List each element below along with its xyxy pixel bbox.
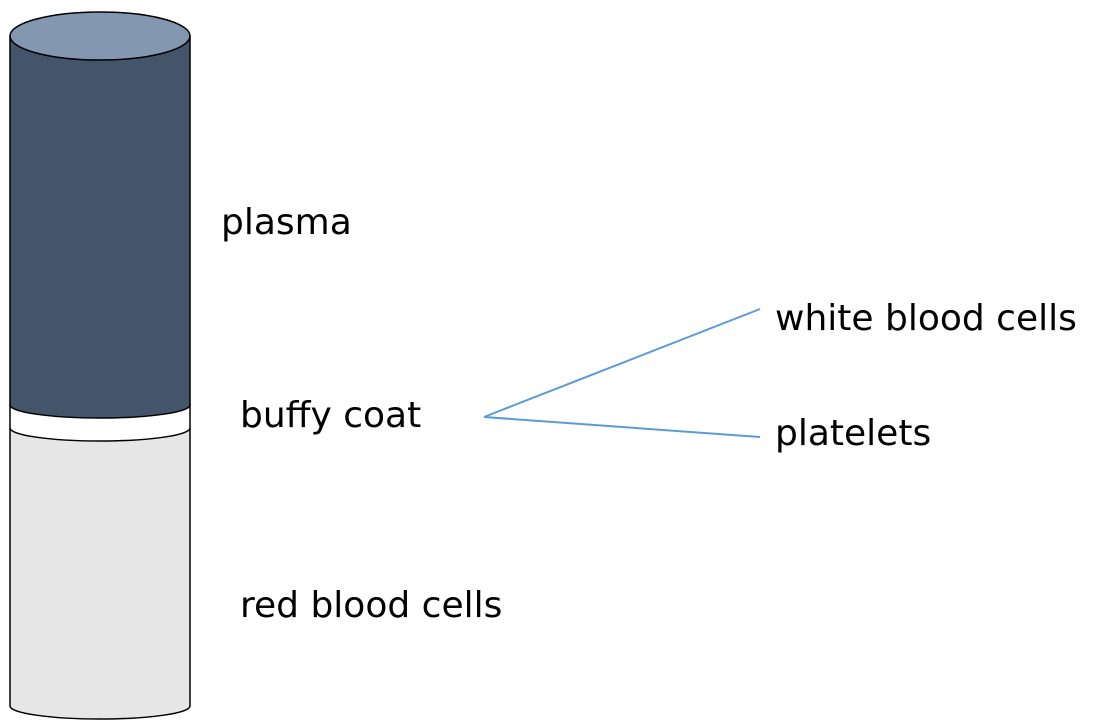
plasma-layer — [10, 36, 190, 418]
plasma-label: plasma — [221, 205, 352, 241]
buffy-coat-label: buffy coat — [240, 398, 421, 434]
platelets-label: platelets — [775, 416, 931, 452]
white-blood-cells-label: white blood cells — [775, 301, 1077, 337]
tube-top — [10, 12, 190, 60]
connector-platelets — [484, 417, 760, 437]
red-blood-cells-label: red blood cells — [240, 588, 502, 624]
connector-white-blood-cells — [484, 309, 760, 417]
red-blood-cells-layer — [10, 428, 190, 719]
